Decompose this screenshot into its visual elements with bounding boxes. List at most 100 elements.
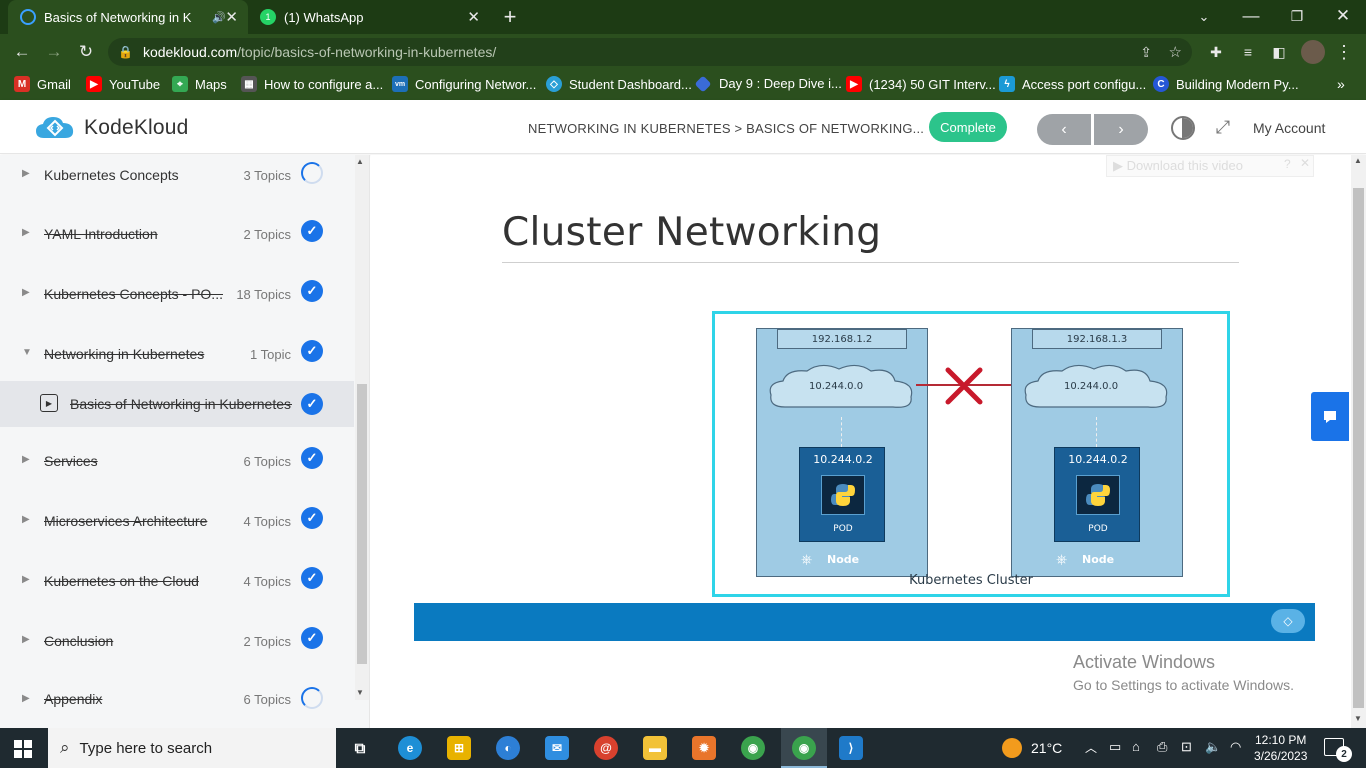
extensions-icon[interactable]: ✚ [1210,43,1222,60]
fullscreen-icon[interactable]: ⤢ [1215,116,1231,137]
scroll-down-icon[interactable]: ▼ [1354,714,1362,723]
expand-arrow-icon[interactable]: ▶ [22,227,30,238]
back-icon[interactable]: ← [13,42,31,61]
mail-icon[interactable]: ✉ [545,736,569,760]
help-icon[interactable]: ? [1284,157,1291,171]
browser-tab-whatsapp[interactable]: 1 (1) WhatsApp ✕ [250,0,490,34]
complete-button[interactable]: Complete [929,112,1007,142]
audio-playing-icon[interactable]: 🔊 [212,11,226,24]
edge-icon[interactable]: e [398,736,422,760]
expand-arrow-icon[interactable]: ▶ [22,574,30,585]
expand-arrow-icon[interactable]: ▶ [22,514,30,525]
sidebar-item-kubernetes-concepts[interactable]: ▶ Kubernetes Concepts 3 Topics [0,155,354,203]
bookmark-star-icon[interactable]: ☆ [1168,44,1182,61]
bookmark-day-9[interactable]: Day 9 : Deep Dive i... [694,75,842,92]
task-view-icon[interactable]: ⧉ [354,739,366,757]
bookmark-youtube[interactable]: ▶YouTube [86,76,160,92]
chrome-menu-icon[interactable]: ⋮ [1335,41,1353,62]
vscode-icon[interactable]: ⟩ [839,736,863,760]
expand-arrow-icon[interactable]: ▶ [22,693,30,704]
taskbar-search-box[interactable]: ⌕ Type here to search [48,728,336,768]
battery-icon[interactable]: ▭ [1109,739,1122,754]
url-path: /topic/basics-of-networking-in-kubernete… [237,44,497,60]
breadcrumb[interactable]: NETWORKING IN KUBERNETES > BASICS OF NET… [528,121,925,136]
page-scrollbar-thumb[interactable] [1353,188,1364,708]
expand-arrow-icon[interactable]: ▶ [22,168,30,179]
more-bookmarks-icon[interactable]: » [1337,76,1345,92]
collapse-arrow-icon[interactable]: ▼ [22,347,32,358]
display-icon[interactable]: ⊡ [1181,739,1192,754]
microsoft-store-icon[interactable]: ⊞ [447,736,471,760]
new-tab-icon[interactable]: + [503,4,517,29]
checkmark-icon: ✓ [301,393,323,415]
sidebar-item-conclusion[interactable]: ▶ Conclusion 2 Topics ✓ [0,609,354,669]
scroll-up-icon[interactable]: ▲ [1354,156,1362,165]
chrome-active-taskbar-item[interactable]: ◉ [781,728,827,768]
bookmark-git-interview[interactable]: ▶(1234) 50 GIT Interv... [846,76,996,92]
forward-icon[interactable]: → [45,42,63,61]
profile-avatar[interactable] [1301,40,1325,64]
sidebar-item-yaml-introduction[interactable]: ▶ YAML Introduction 2 Topics ✓ [0,202,354,262]
meet-now-icon[interactable]: ⎙ [1157,739,1168,754]
side-panel-icon[interactable]: ◧ [1272,43,1286,60]
weather-sun-icon[interactable] [1002,738,1022,758]
site-logo-text[interactable]: KodeKloud [84,116,189,139]
close-download-icon[interactable]: ✕ [1300,156,1311,170]
sidebar-subitem-basics-of-networking[interactable]: ▶ Basics of Networking in Kubernetes... … [0,381,354,427]
expand-arrow-icon[interactable]: ▶ [22,454,30,465]
browser-tab-active[interactable]: Basics of Networking in Kube 🔊 ✕ [8,0,248,34]
next-lesson-button[interactable]: › [1094,114,1148,145]
address-bar[interactable]: 🔒 kodekloud.com/topic/basics-of-networki… [108,38,1192,66]
scroll-up-icon[interactable]: ▲ [356,157,364,166]
kodekloud-logo-icon[interactable] [34,114,76,142]
sidebar-item-appendix[interactable]: ▶ Appendix 6 Topics [0,668,354,728]
media-controls-icon[interactable]: ≡ [1243,44,1253,60]
show-hidden-icons-icon[interactable]: ︿ [1085,741,1098,755]
sidebar-item-kubernetes-concepts-pods[interactable]: ▶ Kubernetes Concepts - PO... 18 Topics … [0,262,354,322]
expand-arrow-icon[interactable]: ▶ [22,287,30,298]
pod-ip-label: 10.244.0.2 [813,452,873,466]
sidebar-item-services[interactable]: ▶ Services 6 Topics ✓ [0,429,354,489]
expand-arrow-icon[interactable]: ▶ [22,634,30,645]
dark-mode-toggle-icon[interactable] [1171,116,1195,140]
node-ip-label: 192.168.1.2 [777,329,907,349]
chat-widget-button[interactable] [1311,392,1349,441]
python-container-icon [821,475,865,515]
my-account-link[interactable]: My Account [1253,120,1326,136]
sidebar-scrollbar-thumb[interactable] [357,384,367,664]
sidebar-item-networking-in-kubernetes[interactable]: ▼ Networking in Kubernetes 1 Topic ✓ [0,322,354,382]
bookmark-maps[interactable]: ⌖Maps [172,76,227,92]
sidebar-item-microservices-architecture[interactable]: ▶ Microservices Architecture 4 Topics ✓ [0,489,354,549]
wifi-icon[interactable]: ◠ [1230,739,1242,754]
network-icon[interactable]: ⌂ [1132,739,1140,754]
download-video-button[interactable]: ▶ Download this video [1106,155,1314,177]
weather-temperature[interactable]: 21°C [1031,740,1063,756]
file-explorer-icon[interactable]: ▬ [643,736,667,760]
restore-icon[interactable]: ❐ [1290,7,1304,24]
close-tab-icon[interactable]: ✕ [467,9,480,26]
volume-icon[interactable]: 🔈 [1205,739,1222,754]
share-icon[interactable]: ⇪ [1140,43,1152,60]
cortana-app-icon[interactable]: ◐ [496,736,520,760]
tab-search-icon[interactable]: ⌄ [1198,9,1210,24]
chrome-icon[interactable]: ◉ [741,736,765,760]
close-window-icon[interactable]: ✕ [1335,6,1351,25]
taskbar-clock[interactable]: 12:10 PM 3/26/2023 [1254,732,1307,764]
bookmark-how-to-configure[interactable]: ▦How to configure a... [241,76,383,92]
previous-lesson-button[interactable]: ‹ [1037,114,1091,145]
bookmark-label: YouTube [109,76,161,92]
close-tab-icon[interactable]: ✕ [225,9,238,26]
bookmark-student-dashboard[interactable]: ◇Student Dashboard... [546,76,692,92]
windows-start-icon[interactable] [14,740,32,758]
settings-app-icon[interactable]: ✹ [692,736,716,760]
dashed-connector [841,417,842,447]
app-snail-icon[interactable]: @ [594,736,618,760]
scroll-down-icon[interactable]: ▼ [356,688,364,697]
reload-icon[interactable]: ↻ [78,42,94,61]
minimize-icon[interactable]: — [1242,6,1260,25]
sidebar-item-kubernetes-on-the-cloud[interactable]: ▶ Kubernetes on the Cloud 4 Topics ✓ [0,549,354,609]
